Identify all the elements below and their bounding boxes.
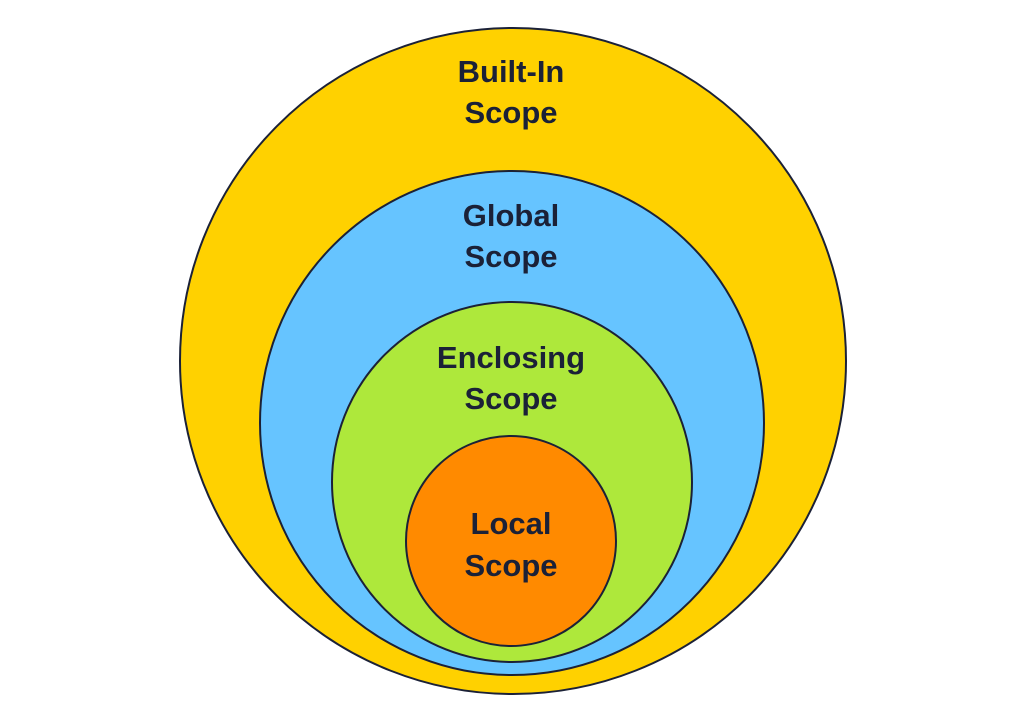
- global-scope-label-line2: Scope: [464, 239, 557, 274]
- enclosing-scope-label-line1: Enclosing: [437, 340, 585, 375]
- builtin-scope-label-line2: Scope: [464, 95, 557, 130]
- local-scope-label-line2: Scope: [464, 548, 557, 583]
- enclosing-scope-label-line2: Scope: [464, 381, 557, 416]
- local-scope-label-line1: Local: [471, 506, 552, 541]
- local-scope-circle: [405, 435, 617, 647]
- global-scope-label-line1: Global: [463, 198, 559, 233]
- builtin-scope-label-line1: Built-In: [458, 54, 565, 89]
